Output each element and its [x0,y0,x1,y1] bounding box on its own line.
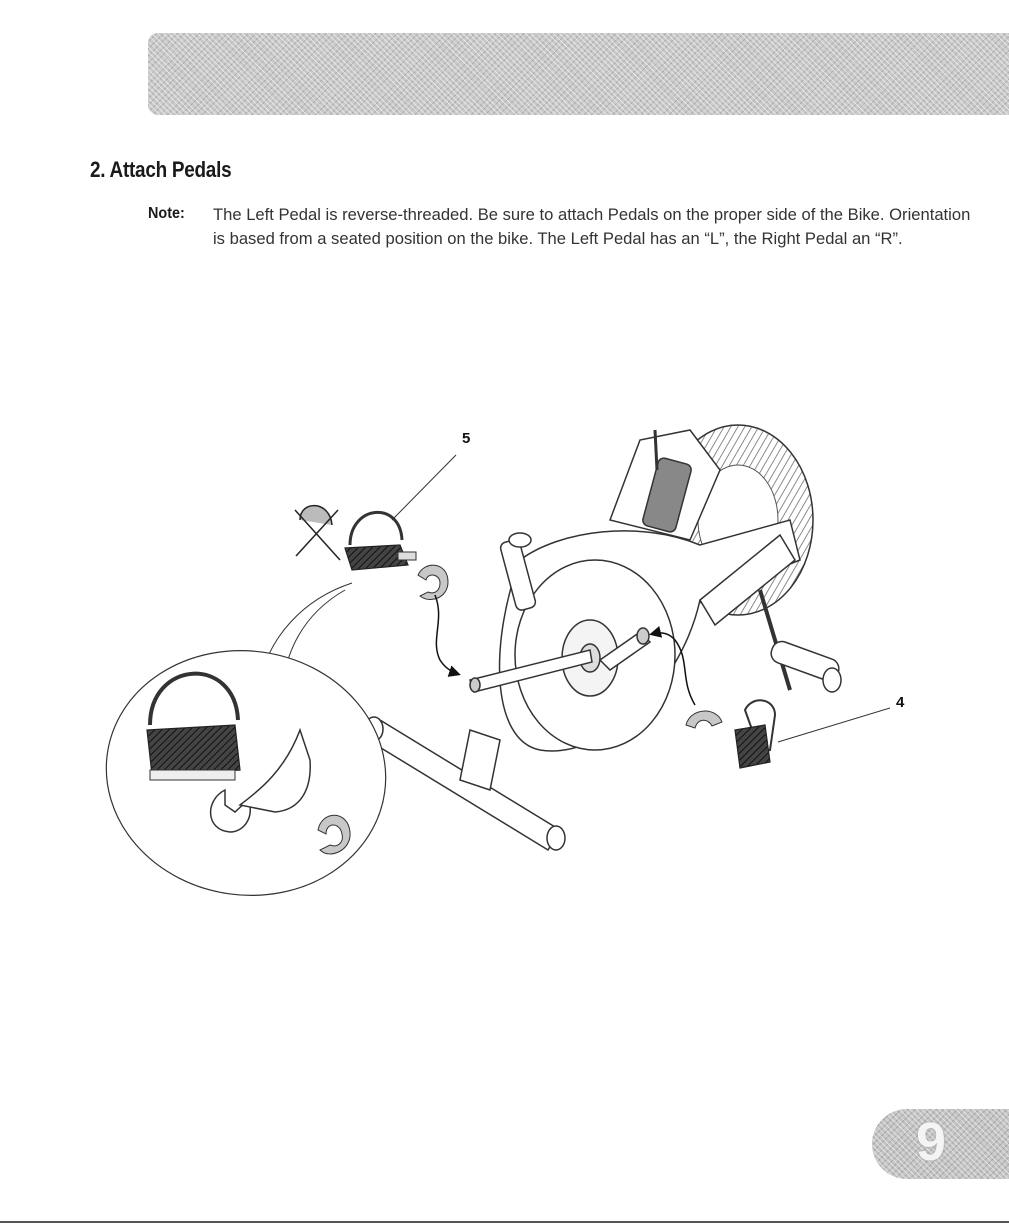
rotate-direction-icon [418,565,448,599]
callout-leader-5 [392,455,456,520]
callout-leader-4 [778,708,890,742]
rotate-direction-icon [686,711,722,728]
right-pedal [735,700,775,768]
left-pedal [345,512,416,570]
left-insert-arrow [435,595,458,674]
detail-zoom-inset [90,583,401,913]
wrong-direction-crossed-icon [295,506,340,560]
callout-number-right-pedal: 4 [896,694,904,711]
callout-number-left-pedal: 5 [462,430,470,447]
page-number-tab: 9 [872,1109,1009,1179]
page-number: 9 [916,1111,946,1173]
bottom-rule [0,1221,1009,1223]
